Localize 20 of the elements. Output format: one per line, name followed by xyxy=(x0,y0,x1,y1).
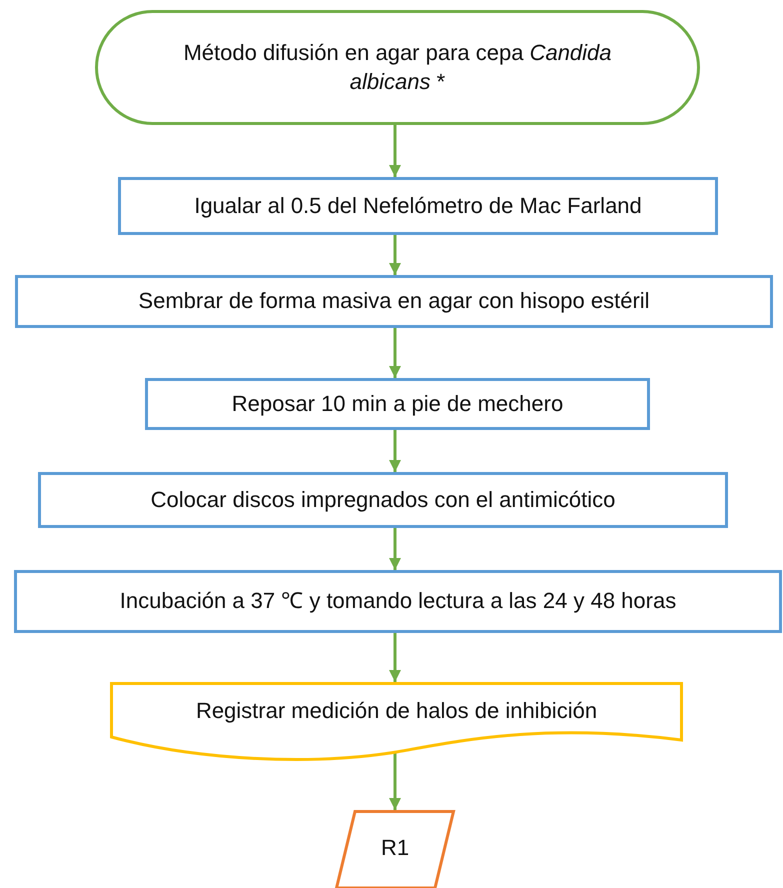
process-box xyxy=(118,177,718,235)
arrow xyxy=(389,752,401,810)
arrow xyxy=(389,633,401,682)
node-text: Incubación a 37 ℃ y tomando lectura a las 24 y 48 horas xyxy=(120,587,676,616)
arrow xyxy=(389,235,401,275)
arrow xyxy=(389,430,401,472)
node-text: Colocar discos impregnados con el antimicótico xyxy=(150,486,616,514)
node-text: Igualar al 0.5 del Nefelómetro de Mac Farland xyxy=(194,192,642,220)
process-box xyxy=(14,570,782,633)
node-text: R1 xyxy=(380,834,410,862)
arrow xyxy=(389,328,401,378)
process-box xyxy=(38,472,728,528)
node-text: Reposar 10 min a pie de mechero xyxy=(232,390,564,418)
arrow xyxy=(389,528,401,570)
node-text: Registrar medición de halos de inhibición xyxy=(196,696,598,725)
node-text: Método difusión en agar para cepa Candida albicans* xyxy=(182,38,613,96)
node-text: Sembrar de forma masiva en agar con hisopo estéril xyxy=(138,287,650,316)
arrow xyxy=(389,125,401,177)
process-box xyxy=(15,275,773,328)
process-box xyxy=(145,378,650,430)
